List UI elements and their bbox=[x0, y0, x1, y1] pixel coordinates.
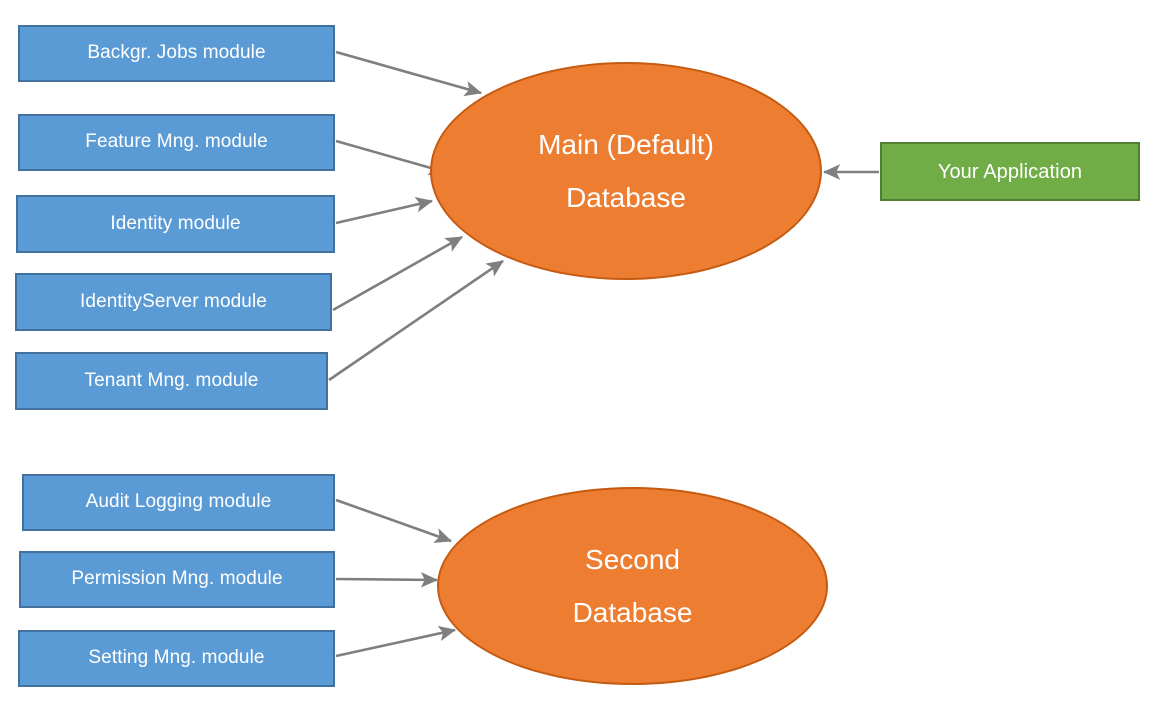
module-label: Backgr. Jobs module bbox=[87, 42, 266, 64]
module-box-identity[interactable]: Identity module bbox=[16, 195, 335, 253]
database-label-line1: Second bbox=[585, 543, 680, 575]
module-label: IdentityServer module bbox=[80, 290, 267, 312]
connector-arrow bbox=[335, 572, 439, 588]
module-box-setting-mng[interactable]: Setting Mng. module bbox=[18, 630, 335, 687]
module-box-feature-mng[interactable]: Feature Mng. module bbox=[18, 114, 335, 171]
database-label-line2: Database bbox=[572, 597, 693, 628]
module-box-tenant-mng[interactable]: Tenant Mng. module bbox=[15, 352, 328, 410]
connector-arrow bbox=[335, 498, 452, 543]
module-label: Setting Mng. module bbox=[88, 647, 265, 669]
database-ellipse-main[interactable]: Main (Default) Database bbox=[430, 62, 822, 280]
module-box-backgr-jobs[interactable]: Backgr. Jobs module bbox=[18, 25, 335, 82]
module-label: Feature Mng. module bbox=[85, 131, 268, 153]
module-box-permission-mng[interactable]: Permission Mng. module bbox=[19, 551, 335, 608]
module-label: Identity module bbox=[110, 212, 241, 234]
module-label: Tenant Mng. module bbox=[84, 369, 259, 391]
connector-arrow bbox=[335, 625, 457, 658]
application-box[interactable]: Your Application bbox=[880, 142, 1140, 201]
module-label: Audit Logging module bbox=[85, 491, 272, 513]
connector-arrow bbox=[328, 259, 504, 382]
module-box-identityserver[interactable]: IdentityServer module bbox=[15, 273, 332, 331]
connector-arrow bbox=[332, 235, 463, 312]
connector-arrow bbox=[335, 50, 483, 97]
connector-arrow bbox=[335, 139, 447, 176]
database-ellipse-second[interactable]: Second Database bbox=[437, 487, 828, 685]
database-label-line1: Main (Default) bbox=[538, 128, 714, 160]
database-label-line2: Database bbox=[566, 182, 686, 213]
connector-arrow bbox=[335, 196, 434, 225]
module-box-audit-logging[interactable]: Audit Logging module bbox=[22, 474, 335, 531]
module-label: Permission Mng. module bbox=[71, 568, 283, 590]
application-label: Your Application bbox=[937, 160, 1083, 183]
